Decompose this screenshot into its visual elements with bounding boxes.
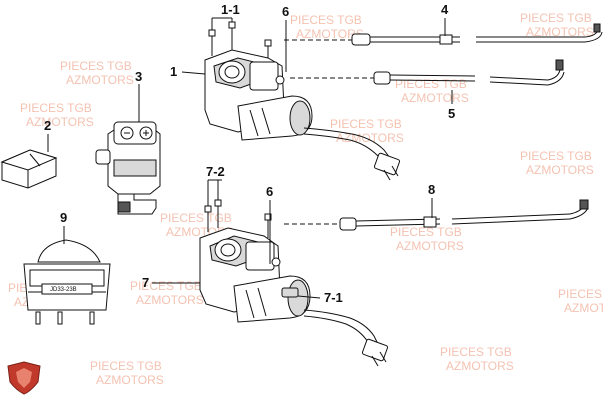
callout-1: 1 xyxy=(170,64,177,79)
callout-5: 5 xyxy=(448,106,455,121)
cable-5 xyxy=(290,59,565,86)
callout-6-lower: 6 xyxy=(266,184,273,199)
watermark-line1: PIECES TGB xyxy=(440,345,512,359)
watermark-line1: PIECES TGB xyxy=(60,59,132,73)
switch-cap-2 xyxy=(0,149,58,189)
watermark-line2: AZMOTORS xyxy=(526,163,594,177)
callout-8: 8 xyxy=(428,182,435,197)
watermark-line2: AZMOTORS xyxy=(296,27,364,41)
watermark-line1: PIECES TGB xyxy=(330,117,402,131)
callout-9: 9 xyxy=(60,210,67,225)
watermark-line1: PIECES TGB xyxy=(520,11,592,25)
callout-7-1: 7-1 xyxy=(324,290,343,305)
callout-7-2: 7-2 xyxy=(206,164,225,179)
switch-3 xyxy=(95,121,161,215)
actuator-upper xyxy=(204,21,401,181)
switch-marking: JD33-23B xyxy=(50,287,77,293)
watermark-group: PIECES TGB AZMOTORS PIECES TGB AZMOTORS … xyxy=(8,11,603,387)
callout-3: 3 xyxy=(135,69,142,84)
callout-2: 2 xyxy=(44,118,51,133)
watermark-line2: AZMOTORS xyxy=(446,359,514,373)
watermark-line2: AZMOTORS xyxy=(526,25,594,39)
bolt-1-1-left xyxy=(208,29,216,56)
watermark-line1: PIECES TGB xyxy=(20,101,92,115)
watermark-line1: PIECES TGB xyxy=(390,225,462,239)
watermark-line2: AZMOTORS xyxy=(396,239,464,253)
watermark-line2: AZMOTORS xyxy=(26,115,94,129)
watermark-line2: AZMOTORS xyxy=(401,91,469,105)
actuator-lower xyxy=(199,199,389,367)
callout-6-upper: 6 xyxy=(282,4,289,19)
callout-7: 7 xyxy=(142,275,149,290)
cable-4 xyxy=(284,23,603,46)
rocker-switch-9: JD33-23B xyxy=(23,239,111,325)
watermark-line1: PIECES TGB xyxy=(520,149,592,163)
watermark-line1: PIECES TGB xyxy=(290,13,362,27)
watermark-line2: AZMOTORS xyxy=(136,293,204,307)
connector-lower xyxy=(361,338,389,367)
bolt-6-lower xyxy=(264,213,272,238)
watermark-line1: PIECES TGB xyxy=(90,359,162,373)
watermark-line1: PIECES TGB xyxy=(395,77,467,91)
leader-lines xyxy=(47,17,453,299)
watermark-line1: PIECES TGB xyxy=(160,211,232,225)
callout-4: 4 xyxy=(441,2,449,17)
callout-1-1: 1-1 xyxy=(221,2,240,17)
watermark-line1: PIECES TGB xyxy=(558,287,603,301)
watermark-line2: AZMOTORS xyxy=(564,301,603,315)
watermark-line1: PIECES TGB xyxy=(130,279,202,293)
azmotors-shield-logo xyxy=(7,361,41,395)
bolt-1-1-right xyxy=(228,21,236,50)
watermark-line2: AZMOTORS xyxy=(66,73,134,87)
cable-8 xyxy=(284,199,589,231)
callouts: 1-1 6 4 1 3 5 2 7-2 6 8 9 7 7-1 xyxy=(44,2,455,305)
watermark-line2: AZMOTORS xyxy=(96,373,164,387)
connector-upper xyxy=(373,152,401,181)
